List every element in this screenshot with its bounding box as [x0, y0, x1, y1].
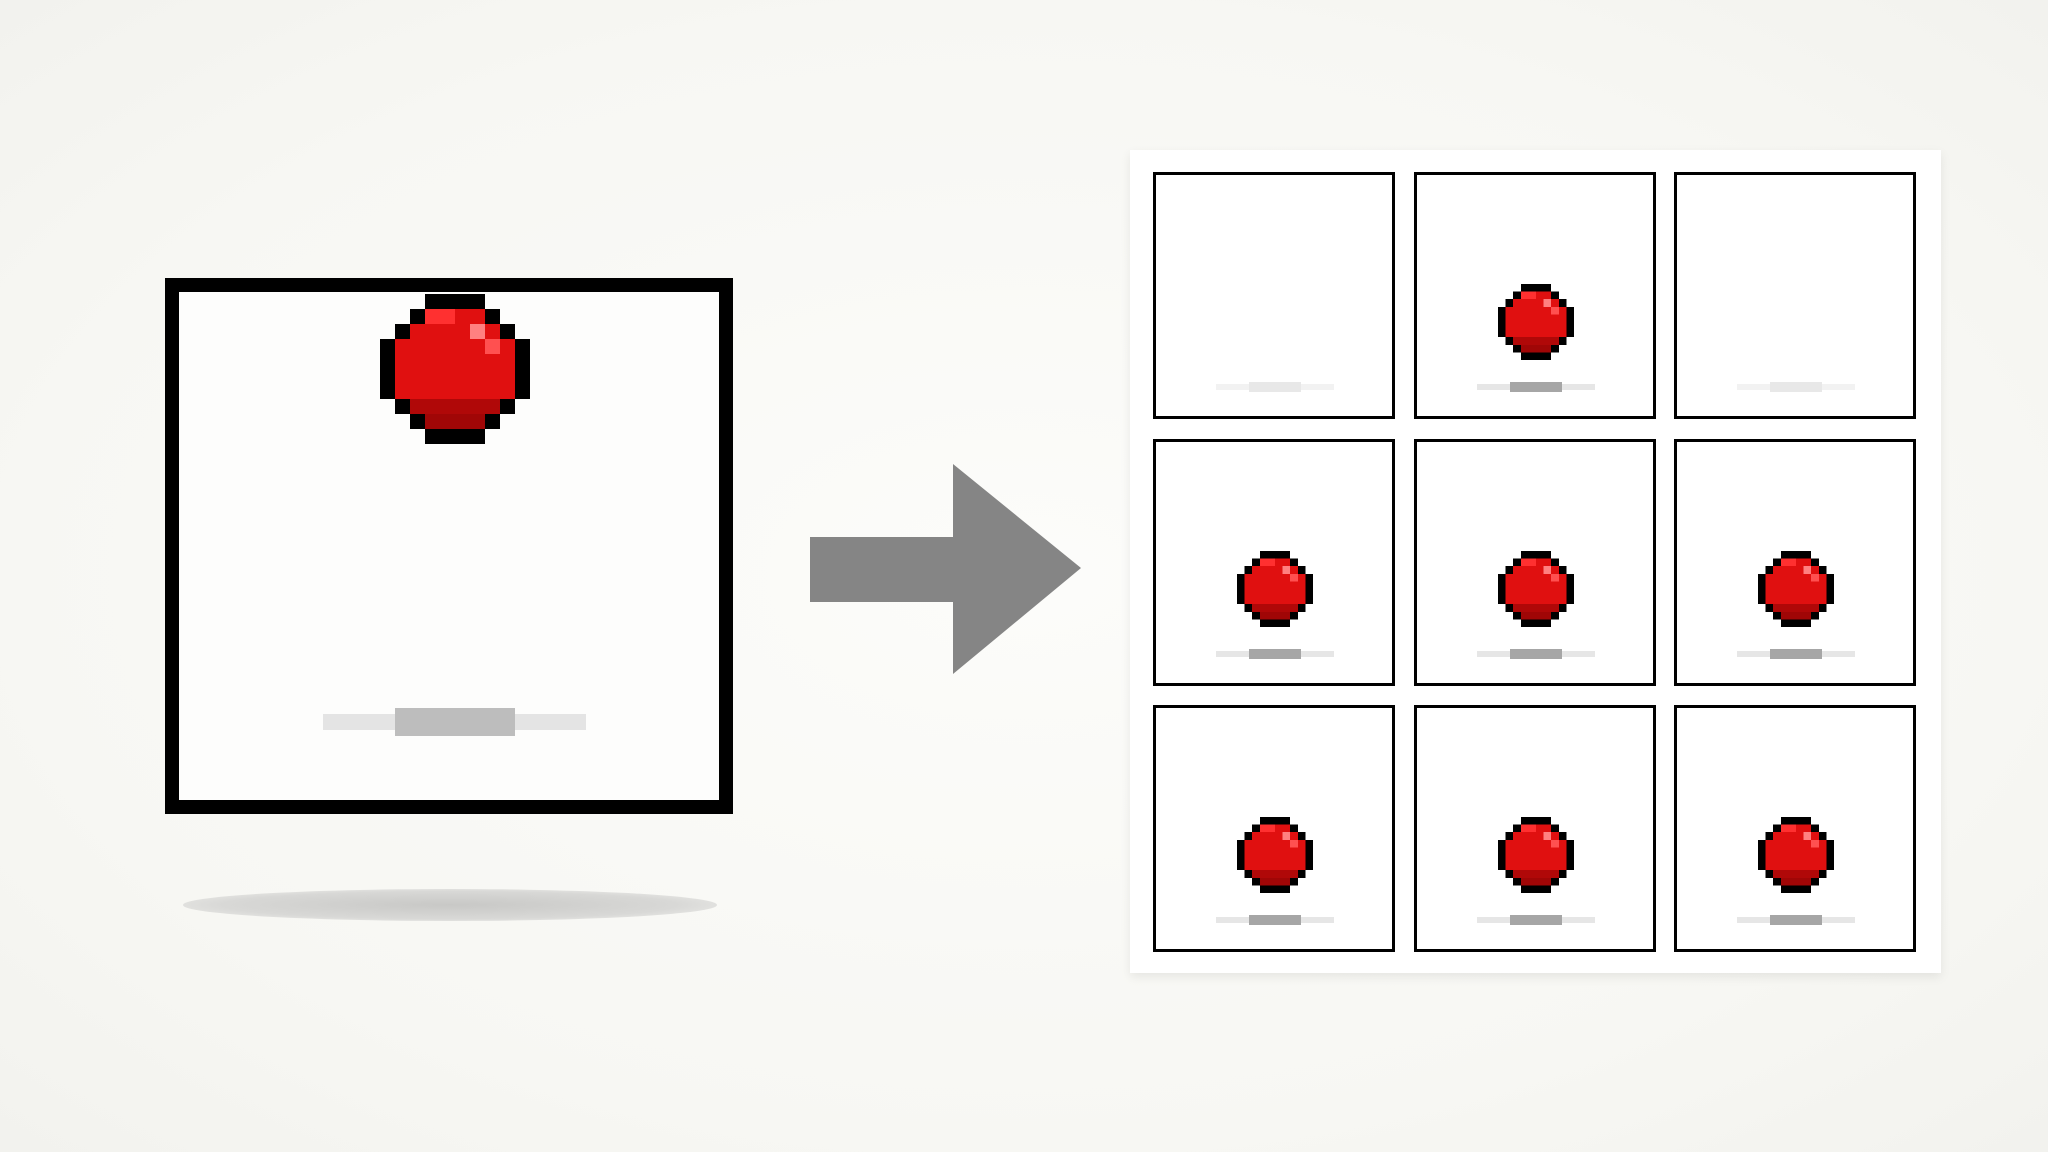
ball-sprite	[1758, 817, 1834, 898]
frame-cell	[1674, 172, 1916, 419]
shadow-bar-dark	[1249, 649, 1301, 659]
frame-cell	[1414, 705, 1656, 952]
shadow-bar-dark	[1510, 382, 1562, 392]
frame-cell	[1414, 439, 1656, 686]
shadow-bar	[1737, 649, 1855, 659]
shadow-bar	[1216, 915, 1334, 925]
shadow-bar-dark	[1770, 915, 1822, 925]
shadow-bar	[1216, 649, 1334, 659]
shadow-bar	[323, 708, 586, 736]
ball-pixels	[1758, 551, 1834, 627]
ball-sprite	[1237, 817, 1313, 898]
frame-cell	[1153, 439, 1395, 686]
ball-sprite	[1498, 551, 1574, 632]
shadow-bar	[1737, 382, 1855, 392]
ball-pixels	[1498, 817, 1574, 893]
shadow-bar	[1477, 649, 1595, 659]
frame-cell	[1414, 172, 1656, 419]
shadow-bar-dark	[1249, 382, 1301, 392]
ball-pixels	[1498, 551, 1574, 627]
ground-shadow	[183, 889, 717, 921]
shadow-bar	[1477, 915, 1595, 925]
shadow-bar-dark	[1770, 649, 1822, 659]
ball-pixels	[1237, 551, 1313, 627]
ball-sprite	[1758, 551, 1834, 632]
arrow-right-icon	[810, 464, 1081, 674]
ball-sprite	[1237, 551, 1313, 632]
shadow-bar-dark	[1510, 915, 1562, 925]
frame-cell	[1674, 439, 1916, 686]
ball-pixels	[1498, 284, 1574, 360]
arrow-shape	[810, 464, 1081, 674]
shadow-bar	[1737, 915, 1855, 925]
shadow-bar-dark	[1770, 382, 1822, 392]
ball-pixels	[1237, 817, 1313, 893]
shadow-bar-dark	[1510, 649, 1562, 659]
frame-cell	[1674, 705, 1916, 952]
ball-sprite	[1498, 284, 1574, 365]
ball-sprite	[1498, 817, 1574, 898]
frame-cell	[1153, 172, 1395, 419]
shadow-bar	[1477, 382, 1595, 392]
shadow-bar-dark	[1249, 915, 1301, 925]
frame-cell	[1153, 705, 1395, 952]
frame-grid-panel	[1130, 150, 1941, 973]
ball-pixels	[1758, 817, 1834, 893]
ball-sprite	[380, 294, 530, 449]
ball-pixels	[380, 294, 530, 444]
shadow-bar	[1216, 382, 1334, 392]
